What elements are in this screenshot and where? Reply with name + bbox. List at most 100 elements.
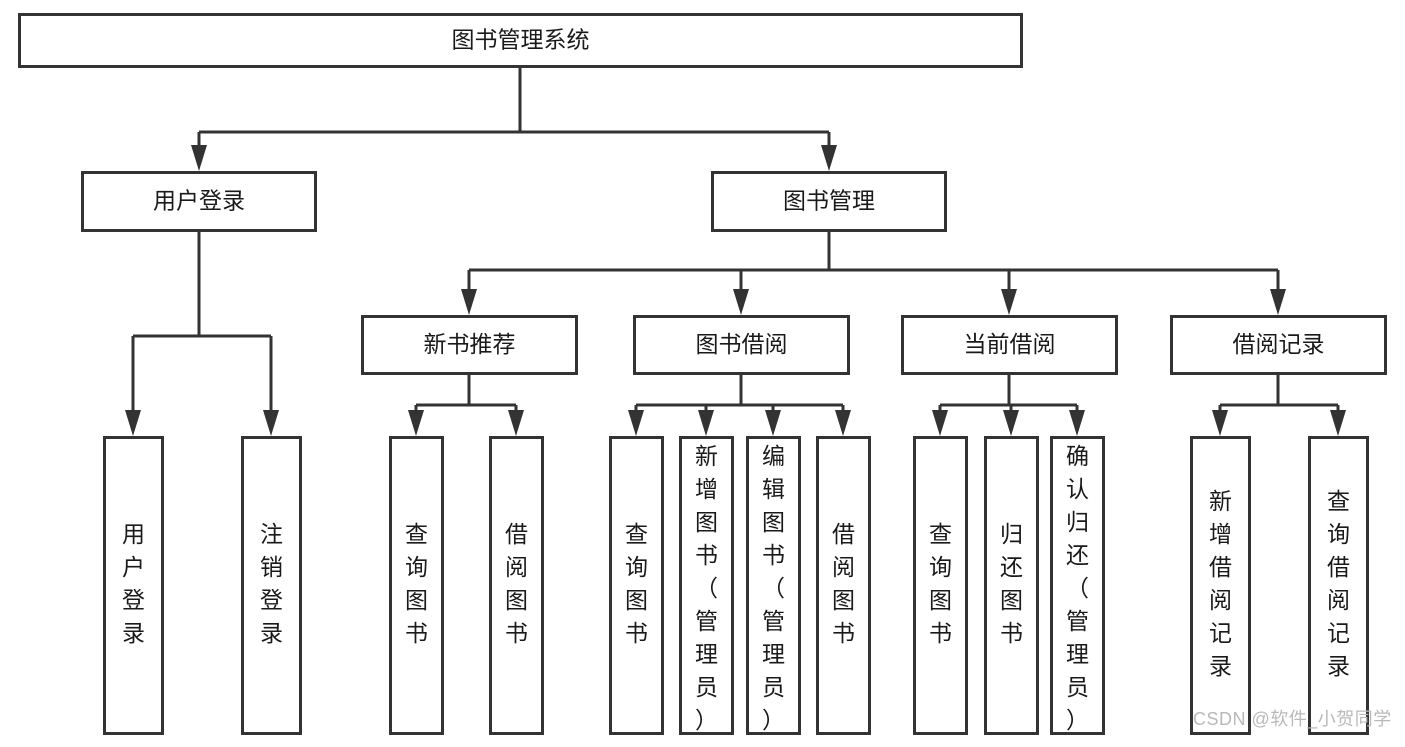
svg-text:新: 新 bbox=[1209, 488, 1232, 514]
svg-text:归: 归 bbox=[1000, 521, 1023, 547]
node-current-borrow[interactable]: 当前借阅 bbox=[901, 315, 1118, 375]
svg-text:图: 图 bbox=[695, 509, 718, 535]
connector-branch-book-manage bbox=[461, 232, 1286, 315]
svg-text:录: 录 bbox=[1209, 653, 1232, 679]
svg-text:记: 记 bbox=[1327, 620, 1350, 646]
svg-text:增: 增 bbox=[1209, 521, 1232, 547]
svg-text:书: 书 bbox=[405, 620, 428, 646]
svg-text:查: 查 bbox=[405, 521, 428, 547]
svg-text:书: 书 bbox=[505, 620, 528, 646]
node-book-borrow[interactable]: 图书借阅 bbox=[633, 315, 850, 375]
node-leaf-user-login[interactable]: 用户登录 bbox=[103, 436, 164, 735]
svg-text:理: 理 bbox=[762, 641, 785, 667]
svg-text:借: 借 bbox=[1209, 554, 1232, 580]
svg-text:认: 认 bbox=[1066, 476, 1089, 502]
svg-text:录: 录 bbox=[260, 620, 283, 646]
connector-branch-borrow-record bbox=[1212, 375, 1346, 436]
svg-text:辑: 辑 bbox=[762, 476, 785, 502]
node-book-manage[interactable]: 图书管理 bbox=[711, 171, 947, 232]
node-label: 图书管理 bbox=[783, 188, 875, 214]
svg-text:登: 登 bbox=[122, 587, 145, 613]
node-label: 图书借阅 bbox=[696, 331, 788, 357]
svg-text:还: 还 bbox=[1066, 542, 1089, 568]
svg-text:（: （ bbox=[1066, 575, 1089, 601]
svg-text:阅: 阅 bbox=[1327, 587, 1350, 613]
connector-branch-root bbox=[191, 68, 837, 171]
svg-text:图: 图 bbox=[1000, 587, 1023, 613]
svg-text:书: 书 bbox=[1000, 620, 1023, 646]
svg-text:归: 归 bbox=[1066, 509, 1089, 535]
node-new-book-rec[interactable]: 新书推荐 bbox=[361, 315, 578, 375]
svg-text:图: 图 bbox=[505, 587, 528, 613]
svg-text:询: 询 bbox=[929, 554, 952, 580]
svg-text:（: （ bbox=[695, 575, 718, 601]
connector-branch-new-book-rec bbox=[408, 375, 524, 436]
node-label: 借阅记录 bbox=[1233, 331, 1325, 357]
svg-text:）: ） bbox=[1066, 707, 1089, 733]
svg-text:书: 书 bbox=[832, 620, 855, 646]
svg-text:管: 管 bbox=[1066, 608, 1089, 634]
svg-text:）: ） bbox=[762, 707, 785, 733]
node-user-login[interactable]: 用户登录 bbox=[81, 171, 317, 232]
svg-text:户: 户 bbox=[122, 554, 145, 580]
svg-text:（: （ bbox=[762, 575, 785, 601]
svg-text:询: 询 bbox=[625, 554, 648, 580]
svg-text:图: 图 bbox=[625, 587, 648, 613]
node-root[interactable]: 图书管理系统 bbox=[18, 13, 1023, 68]
svg-text:理: 理 bbox=[1066, 641, 1089, 667]
svg-text:销: 销 bbox=[260, 554, 283, 580]
svg-text:员: 员 bbox=[695, 674, 718, 700]
svg-text:新: 新 bbox=[695, 443, 718, 469]
node-label: 图书管理系统 bbox=[452, 27, 590, 53]
svg-text:图: 图 bbox=[762, 509, 785, 535]
svg-text:借: 借 bbox=[505, 521, 528, 547]
svg-text:确: 确 bbox=[1066, 443, 1089, 469]
connector-branch-current-borrow bbox=[932, 375, 1085, 436]
svg-text:询: 询 bbox=[405, 554, 428, 580]
svg-text:借: 借 bbox=[832, 521, 855, 547]
watermark-label: CSDN @软件_小贺同学 bbox=[1193, 709, 1392, 729]
node-borrow-record[interactable]: 借阅记录 bbox=[1170, 315, 1387, 375]
svg-text:员: 员 bbox=[762, 674, 785, 700]
svg-text:）: ） bbox=[695, 707, 718, 733]
svg-text:图: 图 bbox=[832, 587, 855, 613]
connector-branch-book-borrow bbox=[628, 375, 851, 436]
svg-text:员: 员 bbox=[1066, 674, 1089, 700]
svg-text:查: 查 bbox=[1327, 488, 1350, 514]
svg-text:编: 编 bbox=[762, 443, 785, 469]
svg-text:查: 查 bbox=[929, 521, 952, 547]
svg-text:书: 书 bbox=[929, 620, 952, 646]
connector-branch-user-login bbox=[125, 232, 279, 436]
svg-text:书: 书 bbox=[625, 620, 648, 646]
svg-text:用: 用 bbox=[122, 521, 145, 547]
svg-text:阅: 阅 bbox=[1209, 587, 1232, 613]
svg-text:录: 录 bbox=[1327, 653, 1350, 679]
node-label: 新书推荐 bbox=[424, 331, 516, 357]
svg-text:录: 录 bbox=[122, 620, 145, 646]
svg-text:询: 询 bbox=[1327, 521, 1350, 547]
